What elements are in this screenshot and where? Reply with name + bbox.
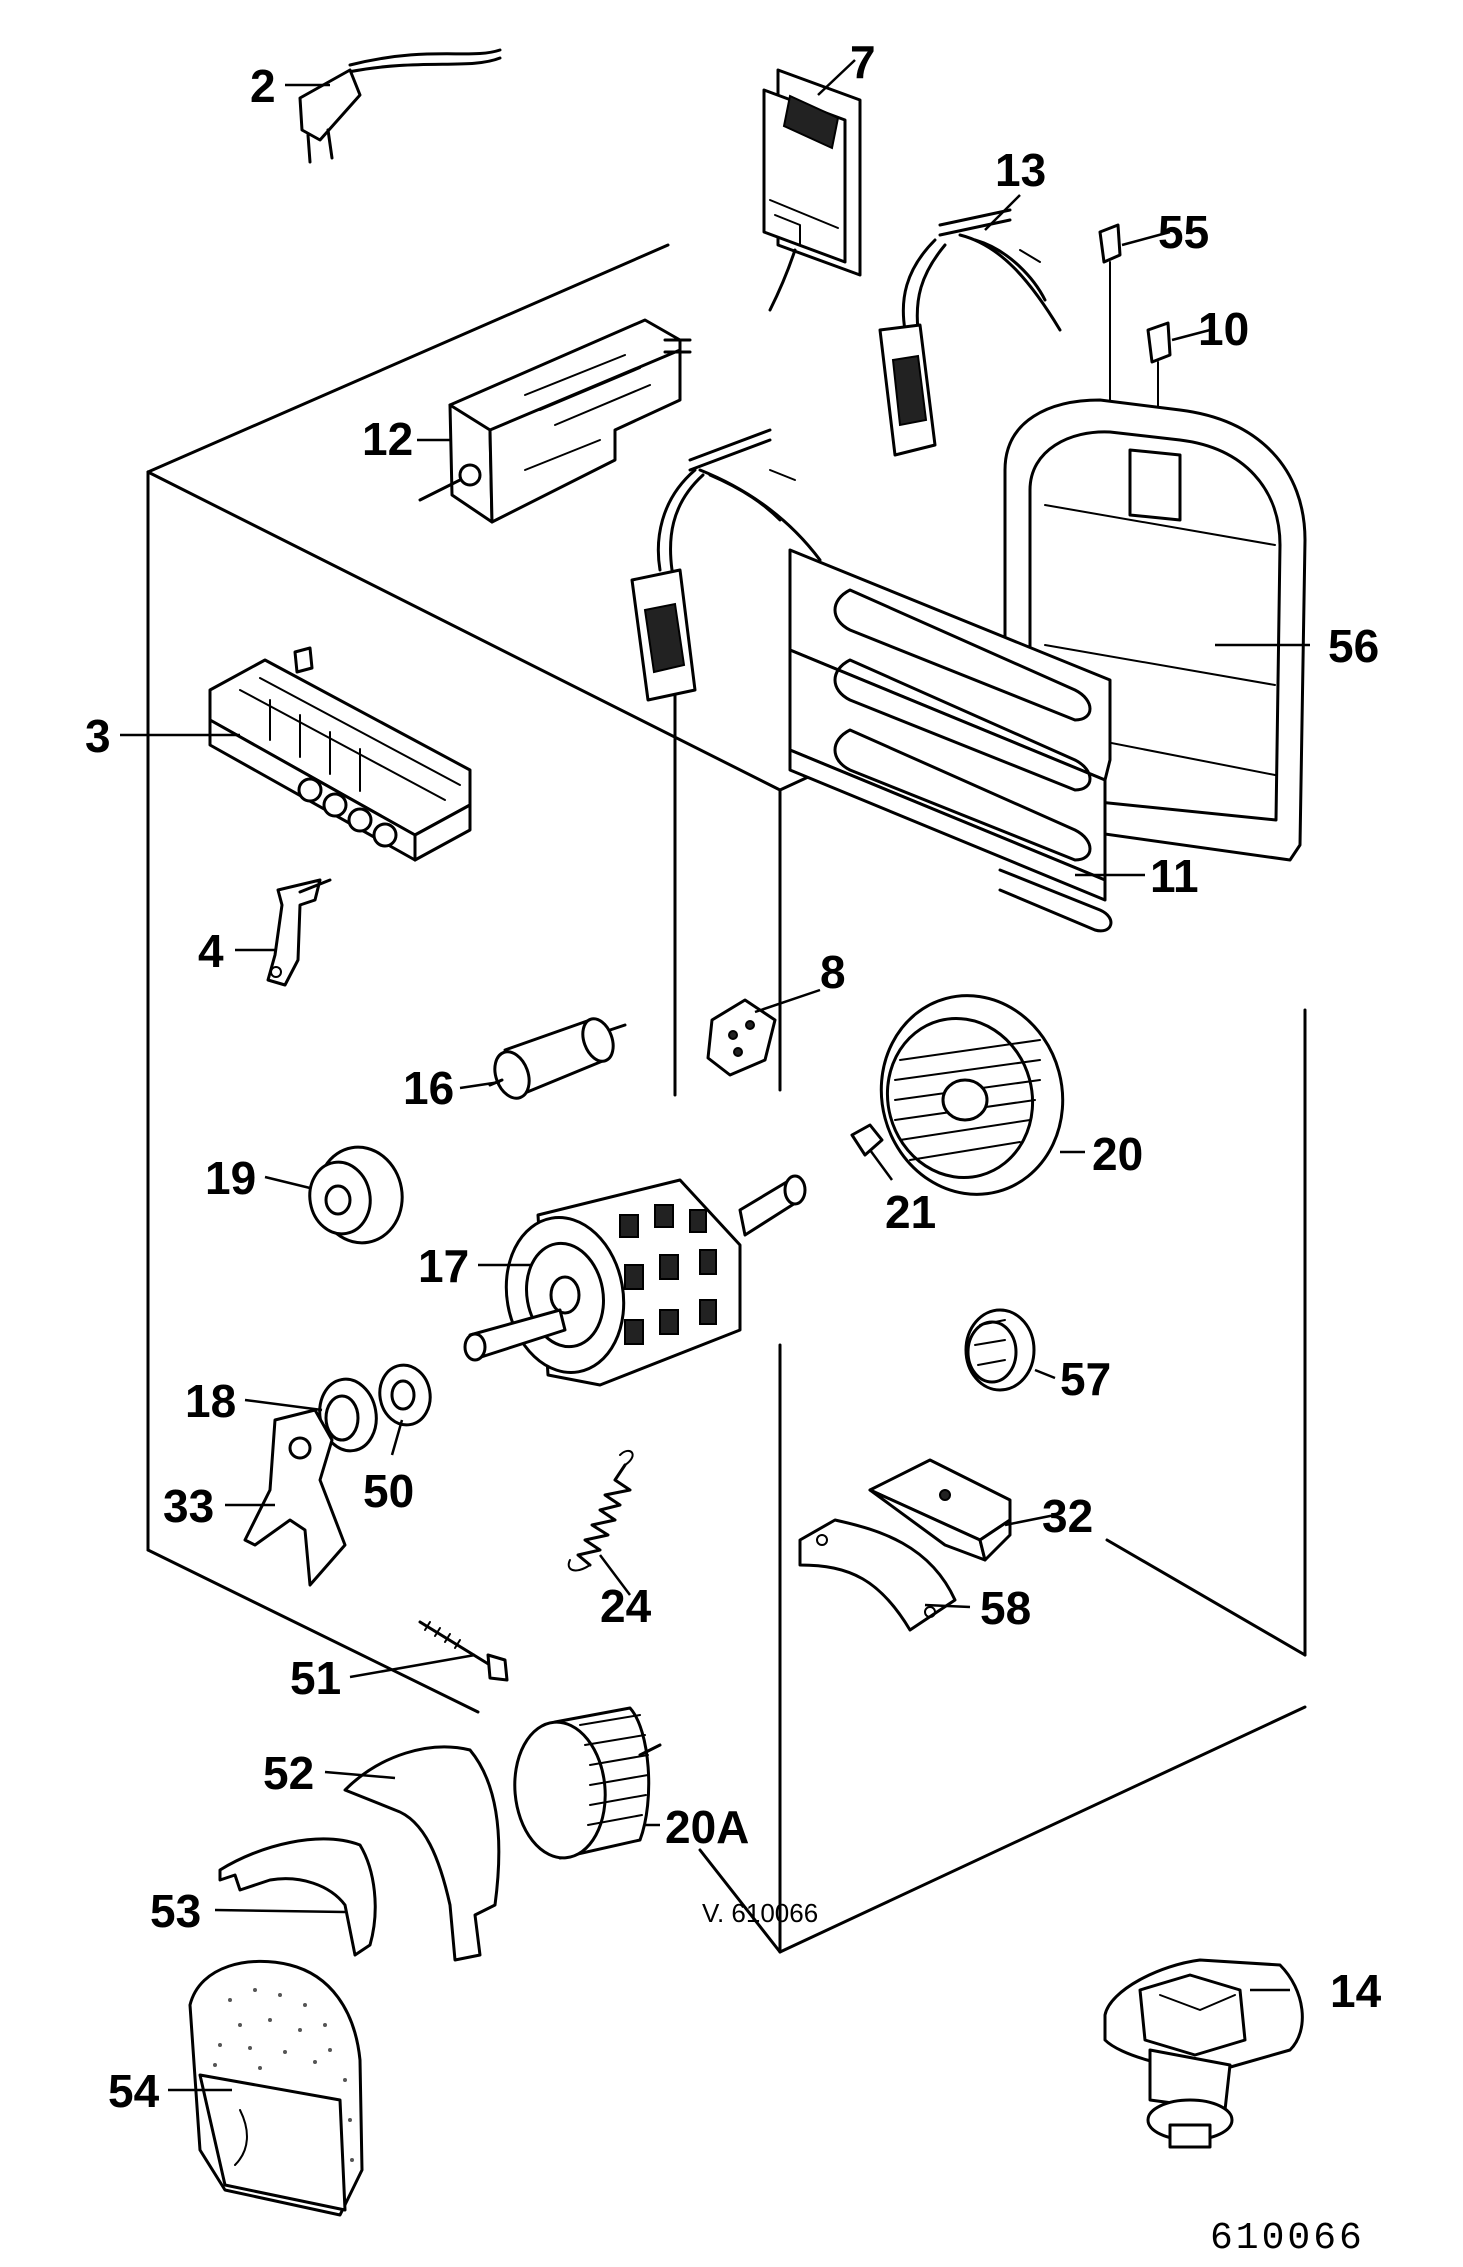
callout-21: 21 xyxy=(885,1186,936,1238)
part-7-control-module xyxy=(762,68,862,312)
part-18-bearing xyxy=(318,1377,378,1453)
part-4-door-switch-bracket xyxy=(266,878,332,987)
part-11-heating-element xyxy=(788,548,1113,933)
part-14-pump xyxy=(1103,1958,1304,2149)
document-code: 610066 xyxy=(1210,2217,1365,2260)
part-2-power-cord xyxy=(298,48,502,164)
part-33-motor-bracket xyxy=(243,1408,347,1587)
part-55-thermostat xyxy=(1098,223,1122,411)
callout-53: 53 xyxy=(150,1885,201,1937)
callout-13: 13 xyxy=(995,144,1046,196)
callout-58: 58 xyxy=(980,1582,1031,1634)
part-50-washer xyxy=(378,1363,432,1427)
part-12-timer xyxy=(418,318,692,524)
part-54-filter xyxy=(188,1959,364,2217)
callout-16: 16 xyxy=(403,1062,454,1114)
part-53-fan-cover xyxy=(218,1837,377,1957)
callout-33: 33 xyxy=(163,1480,214,1532)
wiring-harness xyxy=(630,428,822,702)
callout-20: 20 xyxy=(1092,1128,1143,1180)
part-32-bracket xyxy=(868,1458,1012,1562)
callout-55: 55 xyxy=(1158,206,1209,258)
part-24-spring xyxy=(567,1449,634,1572)
callout-18: 18 xyxy=(185,1375,236,1427)
part-57-sensor xyxy=(964,1308,1036,1392)
cabinet-outline xyxy=(146,243,1307,1954)
callout-52: 52 xyxy=(263,1747,314,1799)
callout-10: 10 xyxy=(1198,303,1249,355)
callout-7: 7 xyxy=(850,36,876,88)
callout-24: 24 xyxy=(600,1580,652,1632)
part-20-fan-wheel xyxy=(879,994,1065,1196)
part-52-fan-cover xyxy=(343,1745,501,1962)
callout-20A: 20A xyxy=(665,1801,749,1853)
callout-54: 54 xyxy=(108,2065,160,2117)
diagram-reference: V. 610066 xyxy=(702,1898,818,1928)
callout-11: 11 xyxy=(1150,850,1199,902)
part-13-wiring-connector xyxy=(878,208,1062,457)
part-51-screw xyxy=(418,1620,509,1682)
callout-51: 51 xyxy=(290,1652,341,1704)
callout-50: 50 xyxy=(363,1465,414,1517)
part-58-clamp xyxy=(798,1518,957,1632)
callout-17: 17 xyxy=(418,1240,469,1292)
part-21-clip xyxy=(850,1123,884,1157)
callout-2: 2 xyxy=(250,60,276,112)
leader-lines xyxy=(120,59,1310,2092)
callout-14: 14 xyxy=(1330,1965,1382,2017)
part-17-motor xyxy=(463,1174,807,1387)
callout-32: 32 xyxy=(1042,1490,1093,1542)
callout-19: 19 xyxy=(205,1152,256,1204)
callout-4: 4 xyxy=(198,925,224,977)
callout-3: 3 xyxy=(85,710,111,762)
callout-56: 56 xyxy=(1328,620,1379,672)
part-19-pulley xyxy=(308,1145,404,1245)
callouts: 2 7 13 55 10 12 56 3 11 4 8 16 20 19 21 … xyxy=(85,36,1382,2117)
part-3-control-switch-block xyxy=(208,646,472,862)
part-20A-fan-wheel xyxy=(513,1706,662,1860)
part-8-connector xyxy=(706,998,777,1077)
callout-8: 8 xyxy=(820,946,846,998)
callout-12: 12 xyxy=(362,413,413,465)
callout-57: 57 xyxy=(1060,1353,1111,1405)
part-16-capacitor xyxy=(488,1017,627,1100)
